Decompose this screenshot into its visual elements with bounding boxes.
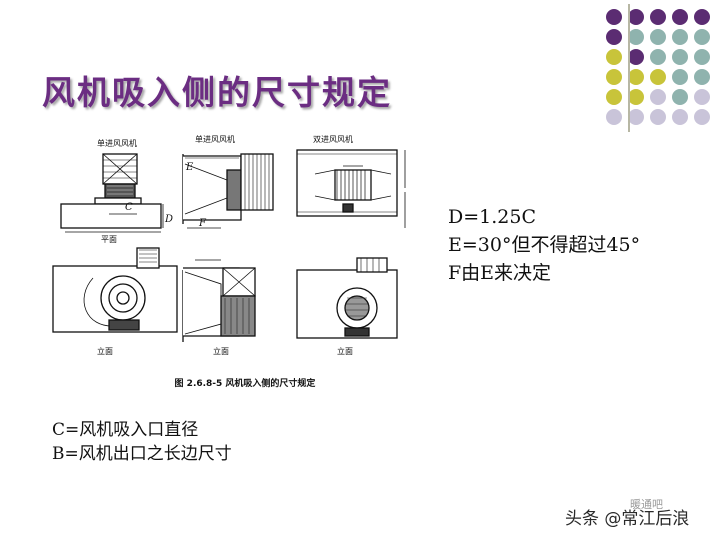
rule-d: D=1.25C: [448, 206, 536, 228]
decorative-dot: [694, 49, 710, 65]
decorative-dot: [650, 49, 666, 65]
label-single-top: 单进风风机: [97, 138, 137, 148]
decorative-dot: [628, 29, 644, 45]
panel-elevation-3: [296, 257, 398, 339]
decorative-dot: [694, 9, 710, 25]
definitions: C=风机吸入口直径 B=风机出口之长边尺寸: [52, 418, 232, 466]
decorative-dot: [606, 109, 622, 125]
decorative-dot: [694, 29, 710, 45]
decorative-dot: [628, 49, 644, 65]
decorative-dot: [650, 29, 666, 45]
decorative-dot: [694, 89, 710, 105]
decorative-dot: [672, 29, 688, 45]
decorative-dot: [606, 29, 622, 45]
decorative-dot: [650, 69, 666, 85]
rule-f: F由E来决定: [448, 262, 552, 284]
decorative-dot: [672, 109, 688, 125]
panel-elevation-1: [52, 247, 178, 333]
decorative-dot: [672, 9, 688, 25]
definition-b: B=风机出口之长边尺寸: [52, 444, 232, 464]
decorative-dot: [628, 9, 644, 25]
panel-double: [296, 149, 406, 228]
panel-single-side: [182, 153, 274, 229]
panel-elevation-2: [182, 259, 256, 342]
watermark-small: 暖通吧: [630, 498, 663, 511]
dimension-rules: D=1.25C E=30°但不得超过45° F由E来决定: [448, 203, 640, 287]
decorative-dot: [672, 49, 688, 65]
label-double: 双进风风机: [313, 134, 353, 144]
label-elevation-1: 立面: [97, 346, 113, 356]
label-elevation-3: 立面: [337, 346, 353, 356]
dim-label-d: D: [164, 214, 173, 225]
decorative-dot: [606, 9, 622, 25]
decorative-dot: [606, 49, 622, 65]
watermark-main: 头条 @常江后浪: [565, 509, 690, 529]
dim-label-e: E: [185, 162, 194, 173]
decorative-dot: [606, 69, 622, 85]
dim-label-c: C: [125, 202, 133, 213]
decorative-dot: [650, 109, 666, 125]
accent-vertical-line: [628, 4, 630, 132]
figure-caption: 图 2.6.8-5 风机吸入侧的尺寸规定: [175, 377, 317, 389]
decorative-dot: [650, 9, 666, 25]
decorative-dot-grid: [606, 9, 710, 125]
decorative-dot: [606, 89, 622, 105]
decorative-dot: [694, 69, 710, 85]
decorative-dot: [628, 89, 644, 105]
decorative-dot: [650, 89, 666, 105]
label-plan: 平面: [101, 235, 117, 244]
decorative-dot: [672, 69, 688, 85]
definition-c: C=风机吸入口直径: [52, 420, 199, 440]
label-single-side: 单进风风机: [195, 134, 235, 144]
decorative-dot: [628, 109, 644, 125]
decorative-dot: [628, 69, 644, 85]
fan-inlet-dimension-figure: 单进风风机 单进风风机 双进风风机 平面 立面 立面 立面 C D E F 图 …: [52, 134, 406, 389]
slide-title: 风机吸入侧的尺寸规定: [42, 73, 392, 112]
label-elevation-2: 立面: [213, 346, 229, 356]
dim-label-f: F: [198, 218, 207, 229]
rule-e: E=30°但不得超过45°: [448, 234, 641, 256]
decorative-dot: [672, 89, 688, 105]
decorative-dot: [694, 109, 710, 125]
panel-single-plan: [60, 153, 164, 233]
